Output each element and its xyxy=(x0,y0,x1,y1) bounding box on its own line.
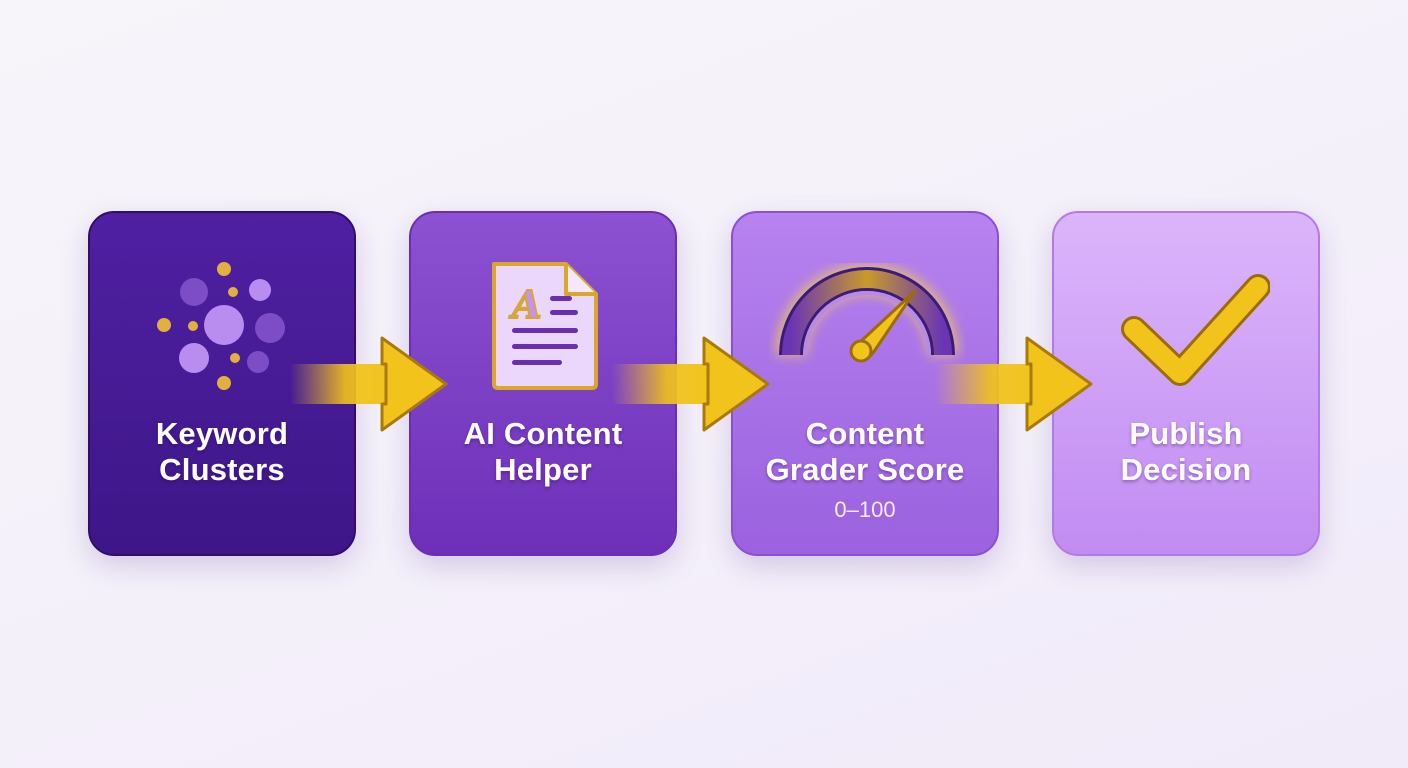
step-label: Content Grader Score xyxy=(733,416,997,488)
step-label: Publish Decision xyxy=(1054,416,1318,488)
document-ai-icon: A xyxy=(492,262,598,390)
flow-arrow-icon xyxy=(612,336,770,432)
step-label-line1: AI Content xyxy=(463,416,623,451)
step-label: Keyword Clusters xyxy=(90,416,354,488)
ai-letter-glyph: A xyxy=(509,282,541,327)
flow-arrow-icon xyxy=(290,336,448,432)
score-range: 0–100 xyxy=(834,497,896,522)
step-label-line1: Publish xyxy=(1129,416,1243,451)
step-publish-decision: Publish Decision xyxy=(1052,211,1320,556)
flow-arrow-icon xyxy=(935,336,1093,432)
step-label-line2: Helper xyxy=(494,452,592,487)
gauge-icon xyxy=(776,264,958,363)
step-label-line2: Decision xyxy=(1120,452,1252,487)
step-label-line2: Clusters xyxy=(159,452,285,487)
step-label-line1: Keyword xyxy=(155,416,289,451)
step-label-line1: Content xyxy=(805,416,925,451)
keyword-clusters-icon xyxy=(157,262,285,390)
checkmark-icon xyxy=(1121,274,1270,386)
step-label-line2: Grader Score xyxy=(765,452,965,487)
step-label: AI Content Helper xyxy=(411,416,675,488)
step-content-grader-score: Content Grader Score 0–100 xyxy=(731,211,999,556)
